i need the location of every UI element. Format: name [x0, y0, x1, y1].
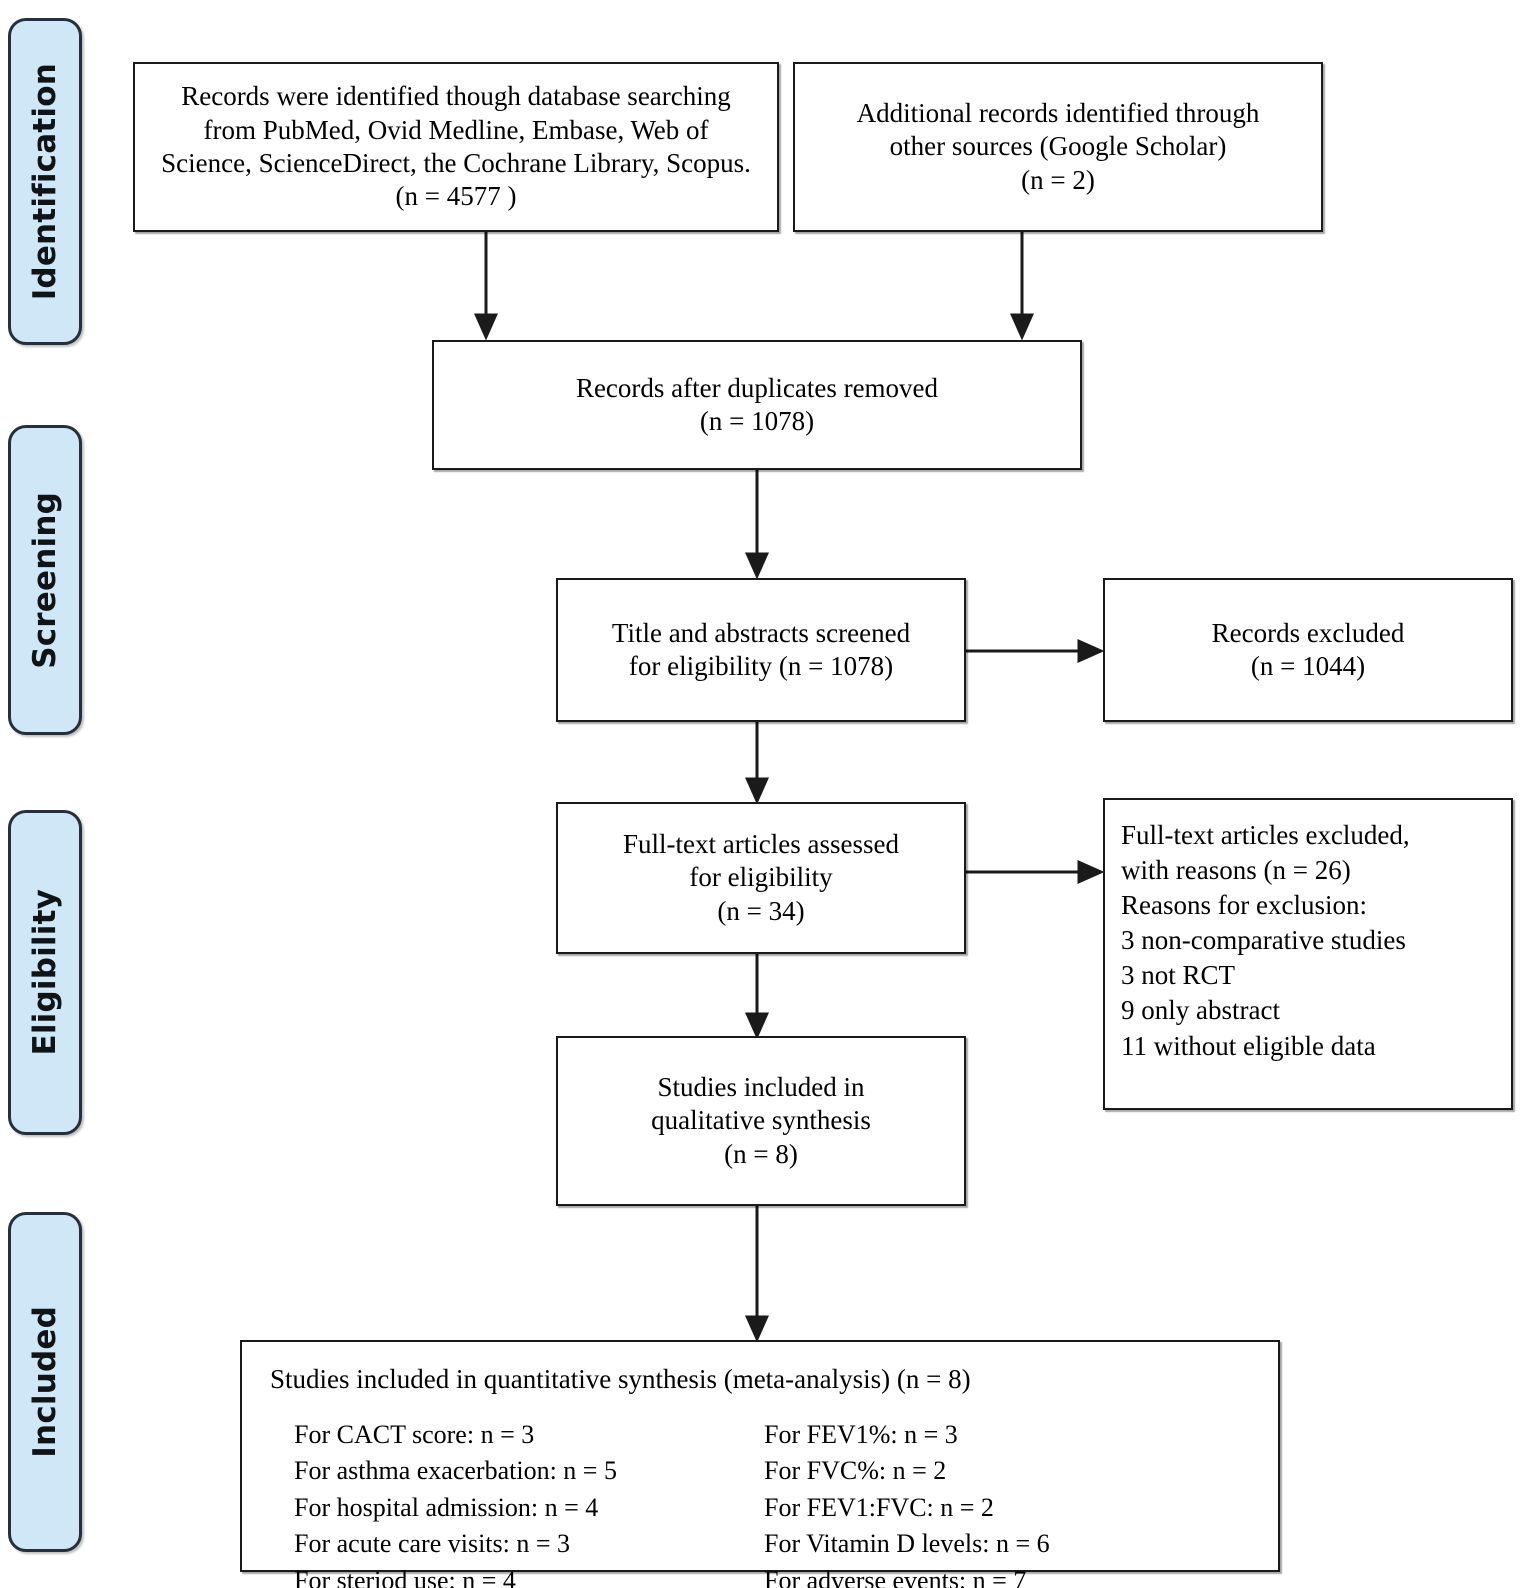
duplicates-removed-line-1: Records after duplicates removed — [575, 372, 939, 403]
fulltext-excluded-reasons-heading: Reasons for exclusion: — [1121, 890, 1367, 921]
box-additional-records-other-sources: Additional records identified through ot… — [793, 62, 1323, 232]
other-sources-line-1: Additional records identified through — [856, 97, 1260, 128]
stage-label-screening: Screening — [26, 491, 63, 669]
records-excluded-line-1: Records excluded — [1211, 617, 1405, 648]
screened-line-2: for eligibility (n = 1078) — [628, 651, 894, 681]
quantitative-heading: Studies included in quantitative synthes… — [270, 1364, 971, 1394]
qualitative-line-2: qualitative synthesis — [651, 1105, 871, 1136]
stage-pill-identification: Identification — [8, 18, 82, 345]
fulltext-excluded-reason-2: 3 not RCT — [1121, 960, 1236, 991]
qualitative-count: (n = 8) — [724, 1138, 798, 1169]
stage-pill-eligibility: Eligibility — [8, 810, 82, 1135]
fulltext-excluded-reason-3: 9 only abstract — [1121, 995, 1280, 1026]
box-studies-included-quantitative-synthesis: Studies included in quantitative synthes… — [240, 1340, 1280, 1588]
other-sources-count: (n = 2) — [1021, 164, 1095, 195]
quantitative-outcomes-left: For CACT score: n = 3 For asthma exacerb… — [294, 1417, 764, 1588]
box-fulltext-articles-excluded-with-reasons: Full-text articles excluded, with reason… — [1103, 798, 1513, 1110]
fulltext-excluded-reason-4: 11 without eligible data — [1121, 1030, 1376, 1061]
outcome-vitamin-d-levels: For Vitamin D levels: n = 6 — [764, 1529, 1050, 1559]
stage-label-eligibility: Eligibility — [26, 889, 63, 1056]
box-studies-included-qualitative-synthesis: Studies included in qualitative synthesi… — [556, 1036, 966, 1206]
stage-label-included: Included — [26, 1306, 63, 1458]
fulltext-excluded-reason-1: 3 non-comparative studies — [1121, 925, 1406, 956]
qualitative-line-1: Studies included in — [657, 1071, 865, 1102]
outcome-fvc-percent: For FVC%: n = 2 — [764, 1456, 947, 1486]
screened-line-1: Title and abstracts screened — [611, 617, 911, 648]
box-title-abstracts-screened: Title and abstracts screened for eligibi… — [556, 578, 966, 722]
outcome-fev1-percent: For FEV1%: n = 3 — [764, 1420, 958, 1449]
records-excluded-count: (n = 1044) — [1250, 651, 1366, 681]
database-search-line-1: Records were identified though database … — [181, 81, 731, 112]
stage-pill-included: Included — [8, 1212, 82, 1552]
database-search-count: (n = 4577 ) — [395, 181, 517, 212]
outcome-hospital-admission: For hospital admission: n = 4 — [294, 1492, 599, 1522]
fulltext-excluded-count: with reasons (n = 26) — [1121, 855, 1351, 886]
fulltext-assessed-line-1: Full-text articles assessed — [623, 828, 899, 859]
outcome-cact-score: For CACT score: n = 3 — [294, 1420, 535, 1449]
quantitative-outcomes-right: For FEV1%: n = 3 For FVC%: n = 2 For FEV… — [764, 1417, 1234, 1588]
stage-label-identification: Identification — [26, 62, 63, 301]
box-fulltext-articles-assessed: Full-text articles assessed for eligibil… — [556, 802, 966, 954]
fulltext-assessed-count: (n = 34) — [717, 895, 805, 926]
box-records-excluded: Records excluded (n = 1044) — [1103, 578, 1513, 722]
fulltext-excluded-line-1: Full-text articles excluded, — [1121, 820, 1410, 850]
database-search-line-2: from PubMed, Ovid Medline, Embase, Web o… — [203, 114, 709, 145]
outcome-adverse-events: For adverse events: n = 7 — [764, 1565, 1027, 1588]
database-search-line-3: Science, ScienceDirect, the Cochrane Lib… — [161, 148, 751, 178]
outcome-fev1-fvc-ratio: For FEV1:FVC: n = 2 — [764, 1492, 994, 1522]
box-records-identified-database: Records were identified though database … — [133, 62, 779, 232]
box-records-after-duplicates-removed: Records after duplicates removed (n = 10… — [432, 340, 1082, 470]
outcome-acute-care-visits: For acute care visits: n = 3 — [294, 1529, 571, 1559]
stage-pill-screening: Screening — [8, 425, 82, 735]
other-sources-line-2: other sources (Google Scholar) — [889, 131, 1227, 162]
outcome-asthma-exacerbation: For asthma exacerbation: n = 5 — [294, 1456, 617, 1486]
duplicates-removed-count: (n = 1078) — [699, 406, 815, 436]
outcome-steriod-use: For steriod use: n = 4 — [294, 1565, 516, 1588]
quantitative-outcome-columns: For CACT score: n = 3 For asthma exacerb… — [242, 1395, 1234, 1588]
fulltext-assessed-line-2: for eligibility — [689, 862, 833, 893]
